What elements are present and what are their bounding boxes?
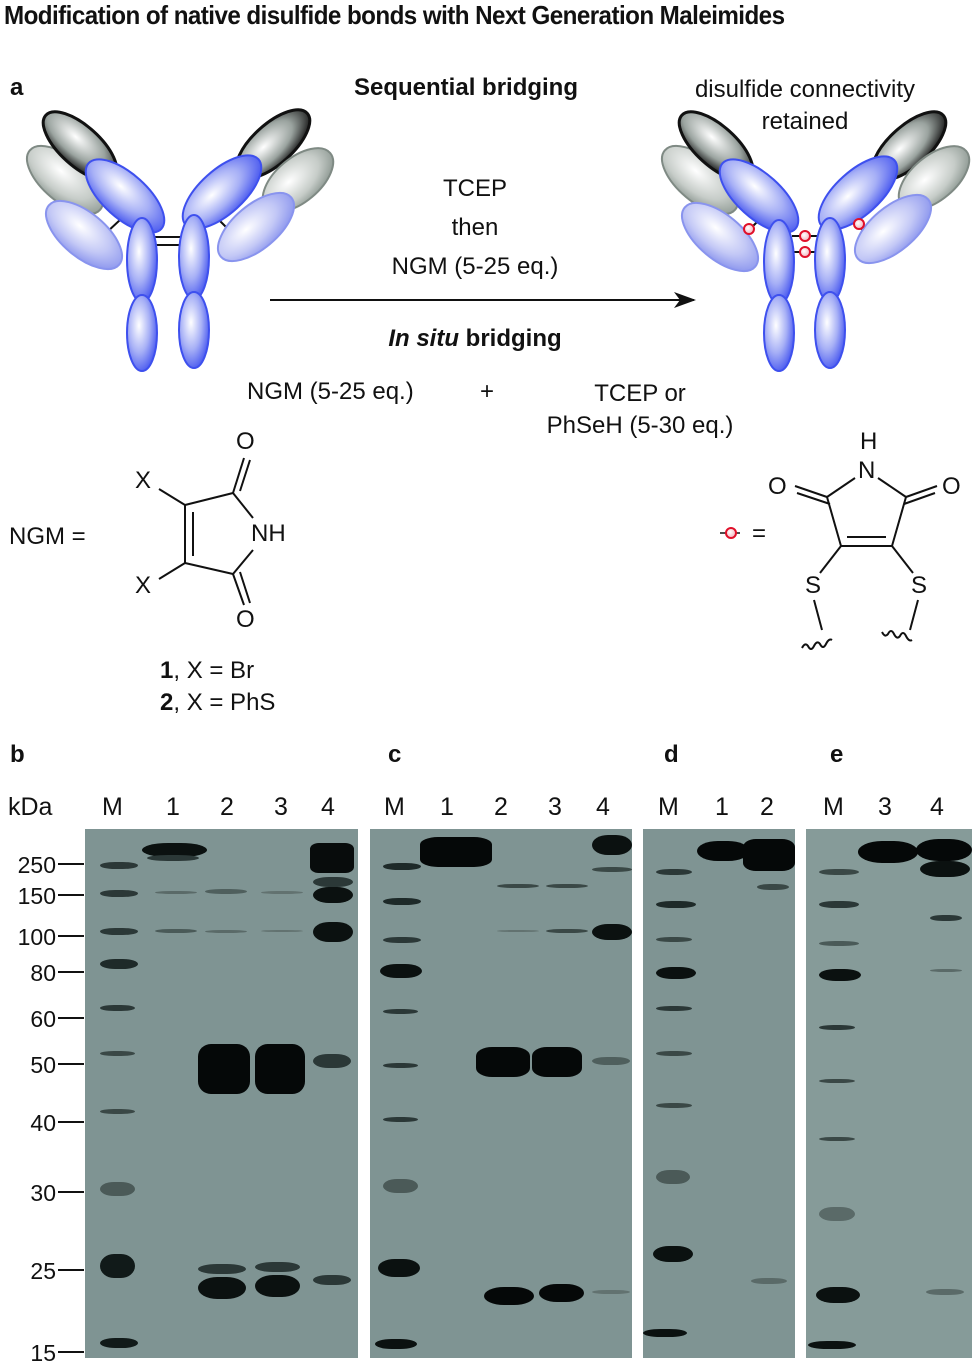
atom-x-bottom: X <box>135 572 152 599</box>
bridge-legend-equals: = <box>752 520 767 547</box>
compound-2-number: 2 <box>160 689 174 716</box>
bridge-structure <box>794 477 938 650</box>
lane-label-c-1: 1 <box>440 793 454 821</box>
bridge-marker <box>799 246 811 258</box>
kda-label: kDa <box>8 793 53 821</box>
lane-label-d-M: M <box>658 793 679 821</box>
bridge-marker <box>853 218 865 230</box>
mw-marker-150: 150 <box>0 883 84 909</box>
lane-label-b-2: 2 <box>220 793 234 821</box>
antibody-native <box>26 108 335 372</box>
mw-marker-30: 30 <box>0 1180 84 1206</box>
panel-label-e: e <box>830 741 844 768</box>
panel-label-b: b <box>10 741 25 768</box>
mw-marker-15: 15 <box>0 1340 84 1366</box>
bridge-legend-marker-icon <box>725 527 737 539</box>
lane-label-d-2: 2 <box>760 793 774 821</box>
compound-1: 1, X = Br <box>160 657 254 685</box>
atom-o-bottom: O <box>236 606 255 633</box>
condition-tcep: TCEP <box>442 175 507 202</box>
atom-nh: NH <box>251 520 286 547</box>
lane-label-e-4: 4 <box>930 793 944 821</box>
lane-label-b-4: 4 <box>321 793 335 821</box>
sequential-bridging-heading: Sequential bridging <box>354 74 579 101</box>
mw-marker-40: 40 <box>0 1110 84 1136</box>
insitu-reagent-phseh: PhSeH (5-30 eq.) <box>546 412 734 439</box>
bridge-marker <box>799 230 811 242</box>
insitu-reagent-ngm: NGM (5-25 eq.) <box>247 378 414 405</box>
compound-1-desc: , X = Br <box>173 657 255 684</box>
bridge-marker <box>743 223 755 235</box>
plus-sign: + <box>480 378 495 405</box>
in-situ-italic: In situ <box>388 325 459 352</box>
gel-panel-d <box>643 829 795 1358</box>
panel-label-d: d <box>664 741 679 768</box>
mw-marker-80: 80 <box>0 960 84 986</box>
lane-label-d-1: 1 <box>715 793 729 821</box>
mw-marker-50: 50 <box>0 1052 84 1078</box>
insitu-reagent-tcep: TCEP or <box>594 380 686 407</box>
antibody-bridged <box>661 110 971 372</box>
ngm-structure <box>158 457 254 606</box>
product-caption-line2: retained <box>761 108 849 135</box>
in-situ-rest: bridging <box>459 325 562 352</box>
scheme-graphics <box>26 108 971 650</box>
mw-marker-25: 25 <box>0 1258 84 1284</box>
condition-ngm: NGM (5-25 eq.) <box>391 253 559 280</box>
lane-label-c-2: 2 <box>494 793 508 821</box>
atom-x-top: X <box>135 467 152 494</box>
gel-panel-e <box>806 829 972 1358</box>
panel-label-a: a <box>10 74 24 101</box>
mw-marker-100: 100 <box>0 924 84 950</box>
compound-1-number: 1 <box>160 657 174 684</box>
lane-label-e-M: M <box>823 793 844 821</box>
lane-label-b-1: 1 <box>166 793 180 821</box>
atom-s-right: S <box>911 572 928 599</box>
mw-marker-250: 250 <box>0 852 84 878</box>
atom-h: H <box>860 428 878 455</box>
gel-panel-b <box>85 829 358 1358</box>
panel-label-c: c <box>388 741 402 768</box>
atom-o-left: O <box>768 473 787 500</box>
condition-then: then <box>451 214 499 241</box>
compound-2-desc: , X = PhS <box>173 689 276 716</box>
figure-title: Modification of native disulfide bonds w… <box>4 0 785 30</box>
atom-o-top: O <box>236 428 255 455</box>
gel-panel-c <box>370 829 632 1358</box>
in-situ-bridging-heading: In situ bridging <box>330 325 620 353</box>
atom-s-left: S <box>805 572 822 599</box>
lane-label-b-M: M <box>102 793 123 821</box>
lane-label-e-3: 3 <box>878 793 892 821</box>
lane-label-c-3: 3 <box>548 793 562 821</box>
product-caption-line1: disulfide connectivity <box>694 76 916 103</box>
lane-label-b-3: 3 <box>274 793 288 821</box>
lane-label-c-M: M <box>384 793 405 821</box>
mw-marker-60: 60 <box>0 1006 84 1032</box>
ngm-equals-label: NGM = <box>9 523 86 550</box>
atom-o-right: O <box>942 473 961 500</box>
compound-2: 2, X = PhS <box>160 689 275 717</box>
atom-n: N <box>858 457 876 484</box>
lane-label-c-4: 4 <box>596 793 610 821</box>
